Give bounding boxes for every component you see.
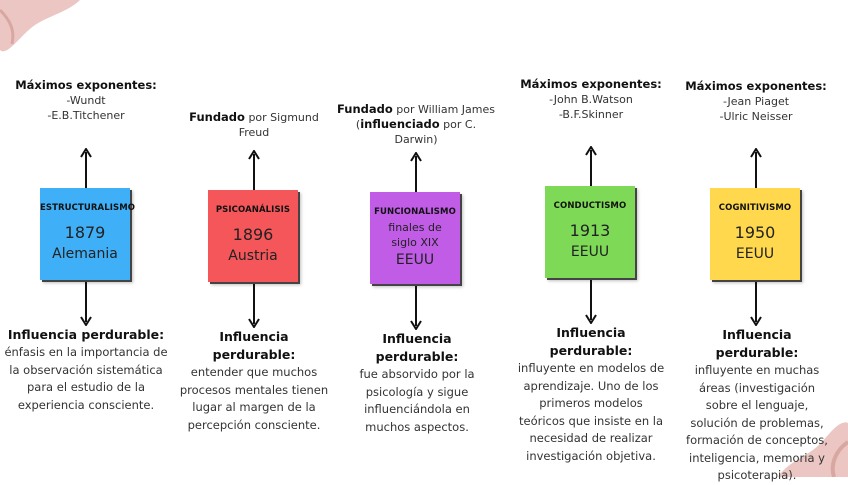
exponent-line: -Jean Piaget [722,95,790,108]
school-year: 1950 [734,223,776,242]
school-year: 1913 [569,221,611,240]
school-place: EEUU [395,252,435,268]
arrow-down-funcionalismo [410,286,422,330]
influenced-rest: por C. Darwin) [394,118,477,146]
arrow-up-conductismo [585,146,597,186]
influence-psicoanalisis: Influencia perdurable: entender que much… [178,328,330,434]
box-funcionalismo: FUNCIONALISMO finales de siglo XIX EEUU [370,192,460,284]
school-year: 1879 [64,223,106,242]
exponent-line: -Ulric Neisser [719,110,793,123]
founded-bold: Fundado [189,110,245,124]
exponents-label: Máximos exponentes: [520,77,662,91]
influence-label: Influencia perdurable: [549,325,633,358]
school-place: Austria [228,248,278,264]
influence-text: fue absorvido por la psicología y sigue … [359,367,475,434]
influence-conductismo: Influencia perdurable: influyente en mod… [516,324,666,465]
exponents-label: Máximos exponentes: [685,79,827,93]
influence-funcionalismo: Influencia perdurable: fue absorvido por… [344,330,490,436]
school-year: 1896 [232,225,274,244]
corner-decoration-top-left [0,0,80,52]
arrow-up-psicoanalisis [248,150,260,190]
exponents-estructuralismo: Máximos exponentes: -Wundt -E.B.Titchene… [6,78,166,123]
arrow-up-estructuralismo [80,148,92,188]
founder-psicoanalisis: Fundado por Sigmund Freud [174,110,334,140]
school-name: COGNITIVISMO [718,203,792,213]
influence-text: influyente en modelos de aprendizaje. Un… [517,361,665,463]
box-conductismo: CONDUCTISMO 1913 EEUU [545,186,635,278]
school-name: ESTRUCTURALISMO [40,203,136,213]
box-estructuralismo: ESTRUCTURALISMO 1879 Alemania [40,188,136,280]
school-place: EEUU [735,246,775,262]
exponents-label: Máximos exponentes: [15,78,157,92]
influence-text: influyente en muchas áreas (investigació… [686,363,828,482]
arrow-down-estructuralismo [80,282,92,326]
box-psicoanalisis: PSICOANÁLISIS 1896 Austria [208,190,298,282]
school-place: Alemania [52,246,118,262]
corner-decoration-bottom-right [778,422,848,477]
influence-label: Influencia perdurable: [7,327,165,342]
founded-rest: por William James ( [355,103,496,131]
exponent-line: -John B.Watson [549,93,633,106]
influence-label: Influencia perdurable: [212,329,296,362]
influence-cognitivismo: Influencia perdurable: influyente en muc… [682,326,832,485]
school-period: finales de siglo XIX [388,221,442,249]
founded-rest: por Sigmund Freud [238,111,319,139]
school-name: CONDUCTISMO [553,201,627,211]
school-name: PSICOANÁLISIS [215,205,291,215]
arrow-down-conductismo [585,280,597,324]
arrow-down-psicoanalisis [248,284,260,328]
exponents-conductismo: Máximos exponentes: -John B.Watson -B.F.… [511,77,671,122]
influence-label: Influencia perdurable: [375,331,459,364]
influence-text: énfasis en la importancia de la observac… [4,345,168,412]
exponent-line: -Wundt [66,94,106,107]
influence-estructuralismo: Influencia perdurable: énfasis en la imp… [4,326,168,414]
founder-funcionalismo: Fundado por William James (influenciado … [336,102,496,147]
arrow-up-cognitivismo [750,148,762,188]
exponent-line: -B.F.Skinner [558,108,624,121]
exponent-line: -E.B.Titchener [47,109,125,122]
founded-bold: Fundado [336,102,393,116]
school-name: FUNCIONALISMO [374,207,456,217]
influenced-bold: influenciado [360,117,440,131]
influence-text: entender que muchos procesos mentales ti… [179,365,329,432]
school-place: EEUU [570,244,610,260]
box-cognitivismo: COGNITIVISMO 1950 EEUU [710,188,800,280]
arrow-down-cognitivismo [750,282,762,326]
arrow-up-funcionalismo [410,152,422,192]
influence-label: Influencia perdurable: [715,327,799,360]
exponents-cognitivismo: Máximos exponentes: -Jean Piaget -Ulric … [676,79,836,124]
